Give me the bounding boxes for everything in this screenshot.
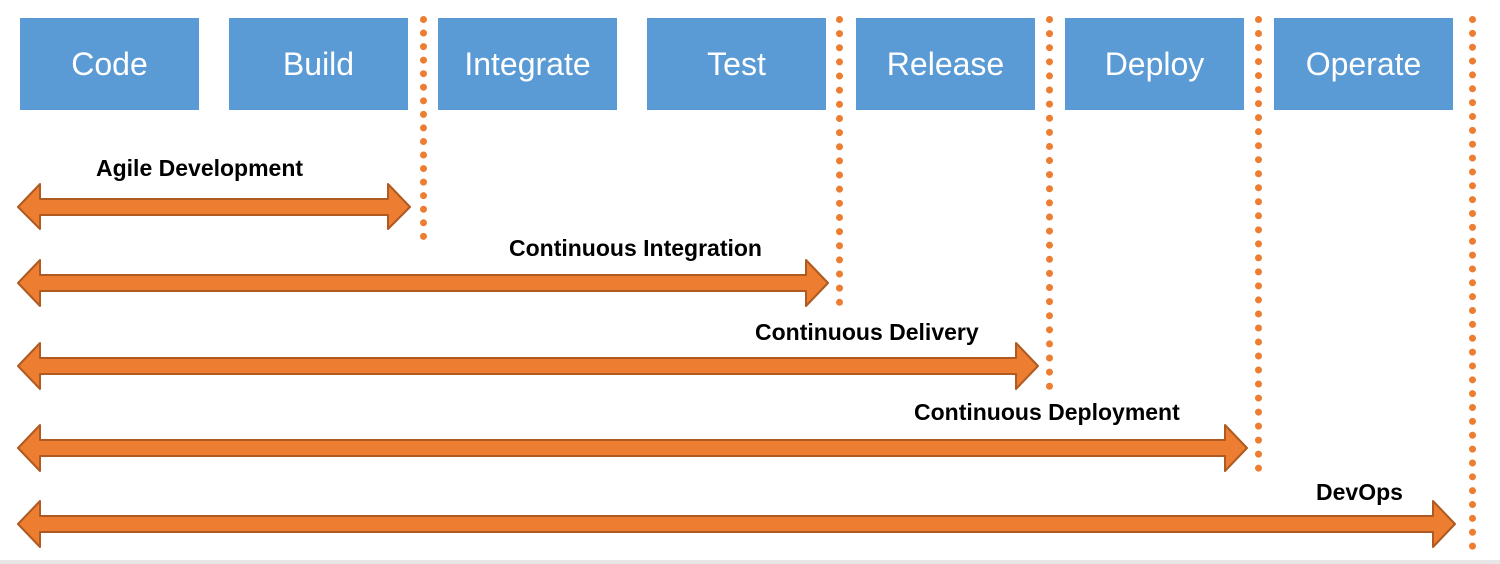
- divider-ci: [836, 16, 843, 306]
- stage-operate: Operate: [1274, 18, 1453, 110]
- stage-build: Build: [229, 18, 408, 110]
- bottom-border: [0, 560, 1500, 564]
- stage-label: Test: [707, 45, 766, 82]
- label-continuous-integration: Continuous Integration: [509, 235, 762, 261]
- stage-label: Deploy: [1104, 45, 1205, 82]
- label-devops: DevOps: [1316, 479, 1403, 505]
- label-continuous-delivery: Continuous Delivery: [755, 319, 979, 345]
- stage-test: Test: [647, 18, 826, 110]
- stage-label: Code: [71, 45, 148, 82]
- stage-label: Operate: [1305, 45, 1422, 82]
- divider-agile: [420, 16, 427, 240]
- stage-deploy: Deploy: [1065, 18, 1244, 110]
- stage-label: Integrate: [464, 45, 591, 82]
- stage-label: Release: [886, 45, 1005, 82]
- label-agile-development: Agile Development: [96, 155, 304, 181]
- label-continuous-deployment: Continuous Deployment: [914, 399, 1180, 425]
- divider-deployment: [1255, 16, 1262, 472]
- stage-code: Code: [20, 18, 199, 110]
- divider-cd: [1046, 16, 1053, 390]
- stage-release: Release: [856, 18, 1035, 110]
- stage-label: Build: [282, 45, 355, 82]
- divider-devops: [1469, 16, 1476, 550]
- stage-integrate: Integrate: [438, 18, 617, 110]
